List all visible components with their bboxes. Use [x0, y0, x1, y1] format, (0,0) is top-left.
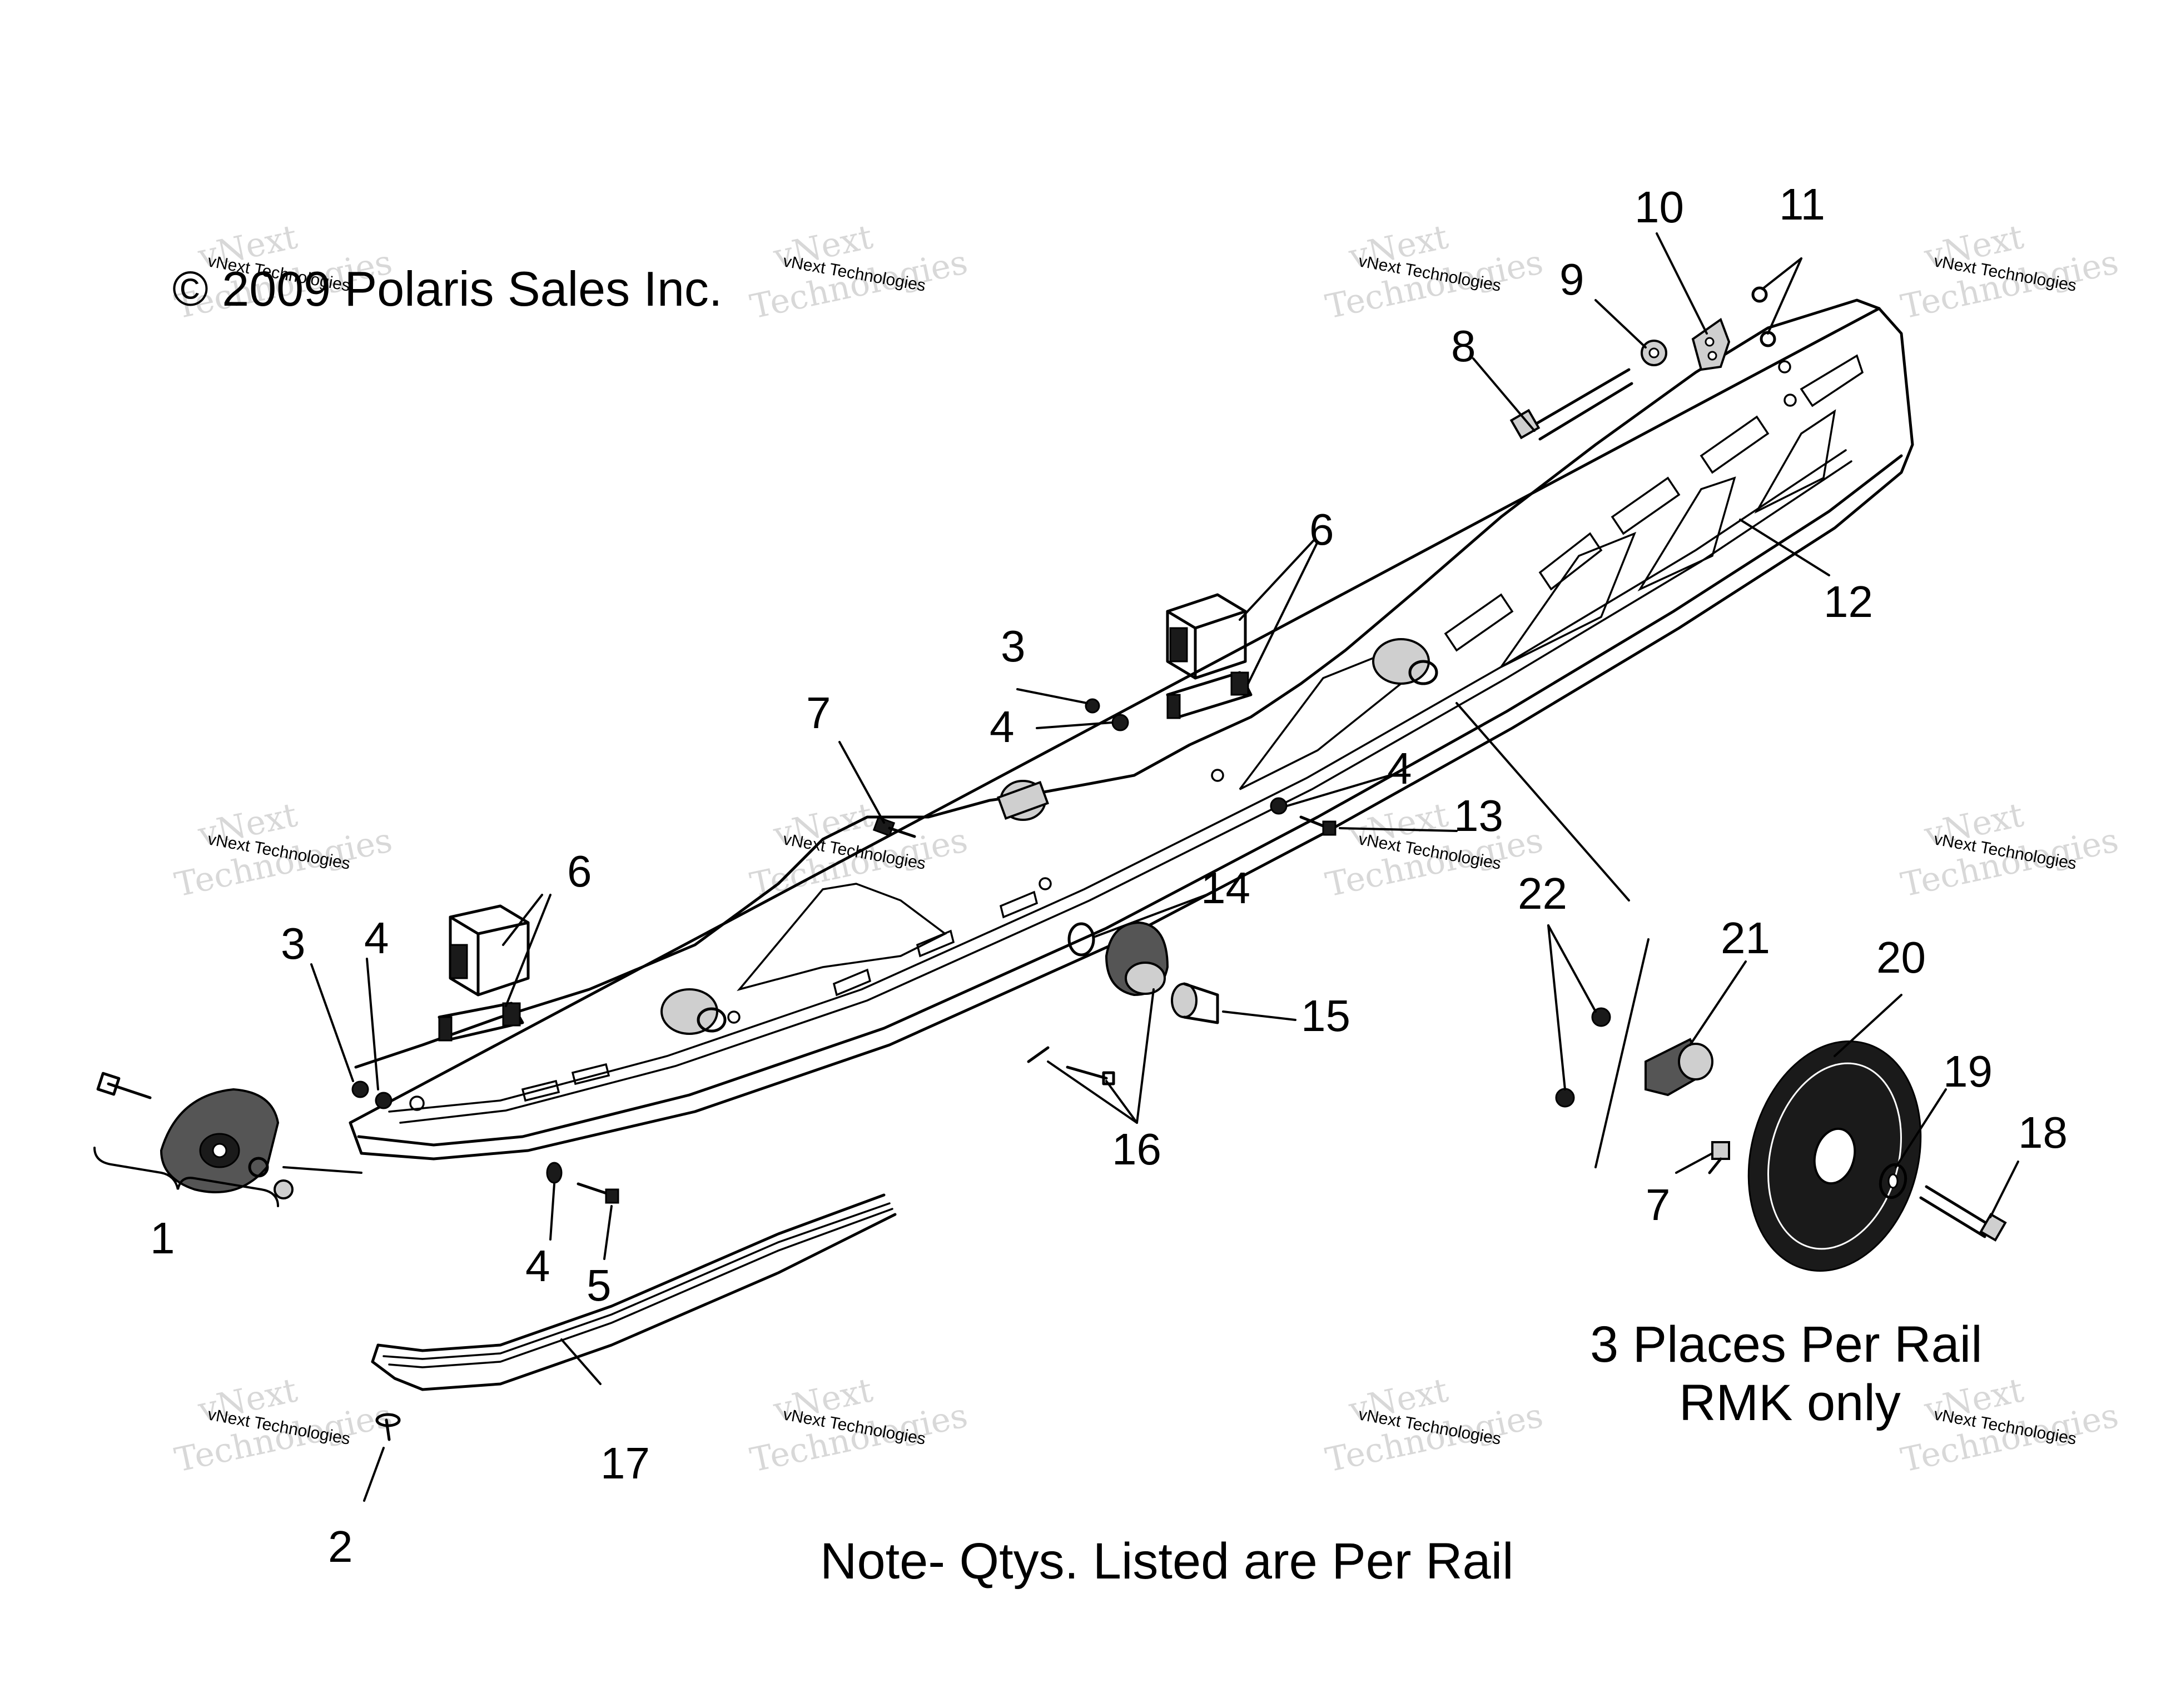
bolt-18: [1919, 1185, 2007, 1242]
note-rmk-only: RMK only: [1679, 1375, 1901, 1431]
washer-14: [1067, 922, 1095, 957]
callout-15: 15: [1301, 991, 1350, 1040]
callout-13: 13: [1454, 791, 1503, 840]
callout-8: 8: [1451, 321, 1476, 371]
callout-18: 18: [2018, 1108, 2068, 1157]
note-places-per-rail: 3 Places Per Rail: [1590, 1316, 1983, 1373]
spindle-21: [1645, 1038, 1713, 1097]
callout-5: 5: [587, 1261, 612, 1310]
bracket-10: [1691, 317, 1731, 371]
watermark: vNext Technologies vNext Technologies: [1897, 795, 2122, 905]
front-cap-connector: [282, 1166, 362, 1174]
bolt-8: [1509, 368, 1633, 441]
section-cut-line: [1594, 938, 1650, 1168]
wear-block-left-lower: [438, 1002, 524, 1042]
watermark: vNext Technologies vNext Technologies: [171, 1371, 395, 1480]
brace-1: [93, 1147, 279, 1207]
washer-4-left: [375, 1092, 393, 1109]
watermark: vNext Technologies vNext Technologies: [1322, 1371, 1546, 1480]
nuts-22: [1555, 1007, 1611, 1108]
axle-15: [1171, 982, 1219, 1024]
callout-6: 6: [567, 846, 592, 896]
hyfax-slide-17: [371, 1193, 897, 1391]
nut-3-mid: [1085, 698, 1100, 714]
wheel-16: [1105, 921, 1169, 997]
copyright-text: © 2009 Polaris Sales Inc.: [172, 261, 722, 316]
callout-20: 20: [1876, 933, 1926, 982]
screw-2: [375, 1413, 401, 1441]
callout-3: 3: [1001, 621, 1026, 671]
callout-2: 2: [328, 1522, 353, 1571]
watermark: vNext Technologies vNext Technologies: [1897, 217, 2122, 327]
watermark: vNext Technologies vNext Technologies: [747, 795, 971, 905]
leader-lines: [310, 232, 2019, 1502]
rail-idler-shaft: [660, 988, 727, 1035]
callout-11: 11: [1779, 180, 1825, 229]
clips-11: [1751, 286, 1776, 347]
watermark: vNext Technologies vNext Technologies: [1322, 795, 1546, 905]
watermark: vNext Technologies vNext Technologies: [747, 1371, 971, 1480]
section-cut-line: [1455, 702, 1630, 902]
watermark: vNext Technologies vNext Technologies: [1897, 1371, 2122, 1480]
callout-12: 12: [1824, 577, 1873, 626]
note-qty-per-rail: Note- Qtys. Listed are Per Rail: [820, 1533, 1514, 1590]
callout-4: 4: [1387, 744, 1412, 793]
rail-idler-shaft: [1372, 638, 1438, 685]
watermarks: vNext Technologies vNext Technologies vN…: [171, 217, 2122, 1480]
callout-1: 1: [150, 1213, 175, 1263]
callout-4: 4: [525, 1241, 550, 1291]
callout-7: 7: [806, 688, 831, 738]
callout-21: 21: [1721, 913, 1770, 963]
callout-19: 19: [1943, 1047, 1993, 1096]
callout-9: 9: [1559, 255, 1584, 304]
bolt-5: [577, 1182, 619, 1204]
bolt-7-left: [872, 816, 916, 838]
watermark: vNext Technologies vNext Technologies: [171, 217, 395, 327]
callout-6: 6: [1309, 505, 1334, 554]
washer-4-lower: [546, 1162, 563, 1184]
wheel-20: [1747, 1040, 1922, 1272]
wear-block-mid-upper: [1166, 593, 1247, 680]
nut-3-left: [351, 1080, 369, 1098]
rail-idler-shaft: [997, 780, 1049, 821]
bolt-13: [1299, 815, 1337, 836]
watermark: vNext Technologies vNext Technologies: [1322, 217, 1546, 327]
callout-4: 4: [364, 913, 389, 963]
front-cap-washer: [248, 1157, 294, 1199]
callout-22: 22: [1518, 869, 1567, 918]
washer-4-mid: [1111, 714, 1129, 731]
nut-9: [1641, 340, 1667, 366]
callout-14: 14: [1201, 863, 1250, 913]
callout-17: 17: [600, 1438, 650, 1488]
front-cap-bolt: [96, 1072, 152, 1099]
rail-assembly: [349, 298, 1914, 1161]
bolt-7-right: [1708, 1141, 1730, 1174]
callout-3: 3: [281, 919, 306, 968]
washer-4-right: [1270, 797, 1288, 815]
wear-block-left-upper: [449, 904, 530, 997]
callout-7: 7: [1646, 1180, 1671, 1229]
callout-10: 10: [1634, 182, 1684, 232]
callout-4: 4: [990, 702, 1015, 751]
wear-block-mid-lower: [1166, 671, 1253, 719]
callout-16: 16: [1112, 1124, 1161, 1174]
watermark: vNext Technologies vNext Technologies: [747, 217, 971, 327]
callout-labels: 1 2 3 3 4 4 4 4 5 6 6 7 7 7 8 9 10 11 12…: [150, 180, 2068, 1571]
watermark: vNext Technologies vNext Technologies: [171, 795, 395, 905]
